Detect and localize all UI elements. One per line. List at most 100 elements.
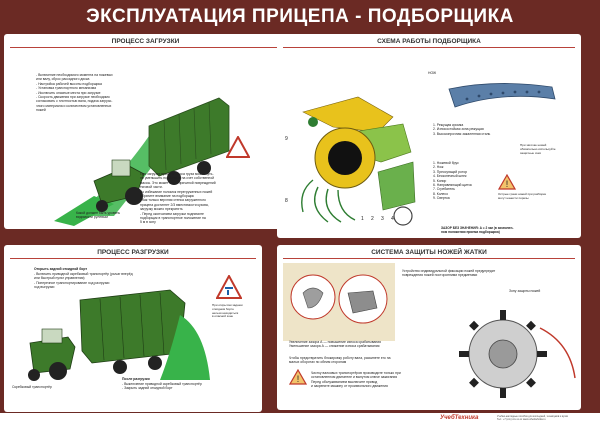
svg-text:9: 9 (285, 136, 288, 142)
svg-text:1: 1 (361, 216, 364, 222)
bullet-text: - Скорость движения при загрузке необход… (36, 95, 110, 100)
mech-label: Зону защиты ножей (509, 289, 541, 293)
grass-pile (160, 315, 210, 380)
panel-heading: ПРОЦЕСС РАЗГРУЗКИ (97, 249, 169, 256)
warning-sign-icon (226, 136, 250, 158)
gauge-wheel (308, 117, 318, 127)
knife-item: 1. Режущая кромка (433, 123, 464, 127)
warning-text: Перед обслуживанием выключите привод (311, 379, 378, 384)
note-text: подборщик в транспортное положение на (140, 216, 206, 221)
ground-wheel (393, 206, 413, 226)
danger-zone-icon (216, 275, 242, 299)
knife-item: 2. Износостойкая зона режущая (433, 127, 484, 132)
protection-bottom: Чтобы предотвратить блокировку роботу ва… (289, 356, 390, 365)
warning-text: обязательно используйте (520, 146, 556, 151)
scheme-warning-text-2: Острые грани ножей при разборке могут на… (498, 192, 546, 201)
warning-text: остановленном двигателе и вынутом ключе … (311, 375, 398, 380)
scheme-warning-text: При заточке ножей обязательно используйт… (520, 143, 556, 155)
poster-title: ЭКСПЛУАТАЦИЯ ПРИЦЕПА - ПОДБОРЩИКА (86, 6, 514, 27)
trailer-wheel (167, 171, 181, 185)
footer-text: Учебно-наглядные пособия для колледжей, … (497, 415, 597, 421)
part-item: 6. Направляющий щиток (433, 183, 472, 188)
trailer-wheel (113, 360, 127, 374)
knife-item: 3. Высокопрочная закаленная сталь (433, 131, 491, 136)
note-text: ли уменьшить подборщик на счет собственн… (140, 176, 214, 181)
footer: УчебТехника Учебно-наглядные пособия для… (0, 413, 600, 427)
open-title: Открыть задний откидной борт (34, 267, 88, 271)
warning-text: При открытом заднем (212, 303, 243, 307)
knife-items: 1. Режущая кромка 2. Износостойкая зона … (433, 123, 490, 136)
warning-text: в опасной зоне (212, 314, 234, 319)
protection-warning: Чистку валковых транспортёров производит… (311, 371, 401, 389)
after-line: - Закрыть задний откидной борт (122, 386, 173, 391)
trailer-slats (163, 101, 212, 171)
gap-note: ЗАЗОР БЕЗ ЗНАЧЕНИЯ: А = 2 мм (в заземлен… (441, 226, 514, 235)
gap-note-line: ЗАЗОР БЕЗ ЗНАЧЕНИЯ: А = 2 мм (в заземлен… (441, 226, 514, 230)
blade-serrations (465, 90, 541, 101)
part-item: 4. Бесконечный шнек (433, 174, 467, 179)
bullet-text: ножей (36, 108, 46, 113)
panel-heading: ПРОЦЕСС ЗАГРУЗКИ (111, 38, 180, 45)
svg-text:2: 2 (371, 216, 374, 222)
trailer-body (79, 289, 186, 364)
loading-bullets: - Включение необходимого момента на ноже… (36, 73, 113, 113)
note-text: - Как только верхняя стенка загруженного (140, 198, 206, 203)
warning-text: откидном борте (212, 306, 234, 311)
pickup-scheme-diagram: 9 8 1 2 3 4 (285, 96, 416, 226)
protection-top-text: Устройство индивидуальной фиксации ножей… (402, 269, 495, 278)
callout-numbers: 9 8 1 2 3 4 (285, 136, 394, 222)
loading-note: При загрузке прицепа масса груза может ч… (140, 172, 216, 225)
part-item: 8. Колесо (433, 191, 449, 196)
knife-label: НОЖ (428, 71, 437, 75)
note-text: При загрузке прицепа масса груза может ч… (140, 172, 214, 176)
tractor-wheel (49, 362, 67, 380)
warning-text: нельзя находиться (212, 310, 239, 315)
driver-caption: Какой должен быть уровень видимости руле… (76, 211, 121, 220)
open-lines: - Включить приводной скребковый транспор… (34, 272, 133, 290)
tractor-cab (41, 328, 63, 344)
bullet-text: - Включение необходимого момента на ноже… (36, 73, 113, 77)
note-text: загрузку можно прекратить (140, 207, 183, 212)
note-text: обратите внимание на подборщик (140, 194, 194, 199)
frame-yellow (302, 96, 394, 133)
part-item: 7. Сгребатель (433, 187, 455, 192)
adjust-line: Уменьшение зазора А — снижение износа ср… (289, 344, 380, 349)
part-item: 3. Прессующий ротор (433, 169, 468, 174)
divider (283, 47, 575, 48)
bullet-text: или валу, сброс рассадного диска (36, 77, 90, 82)
part-item: 2. Нож (433, 165, 444, 170)
note-text: массы. Это может стать причиной поврежде… (140, 180, 216, 185)
panel-loading: ПРОЦЕСС ЗАГРУЗКИ - Включение необходимог… (4, 34, 287, 229)
svg-text:!: ! (297, 374, 300, 384)
pickup-tines (301, 179, 356, 223)
knife-protection-closeup (283, 263, 395, 341)
warning-text: Чистку валковых транспортёров производит… (311, 371, 401, 375)
bullet-text: - Исключить опасные места при загрузке (36, 90, 101, 95)
warning-text: защитные очки (520, 150, 542, 155)
bottom-line: малых оборотах по обеим сторонам (289, 360, 347, 365)
scheme-parts-list: 1. Ножевой брус 2. Нож 3. Прессующий рот… (433, 161, 472, 201)
bullet-text: - Установка транспортного механизма (36, 86, 96, 91)
protection-adjust: Увеличение зазора А — повышение износа с… (289, 340, 381, 349)
note-text: - Перед окончанием загрузки поднимите (140, 211, 204, 216)
footer-line: Учебно-наглядные пособия для колледжей, … (497, 415, 568, 418)
trailer-body (148, 97, 230, 177)
note-text: прицепа достигнет 2/3 вместимости кузова… (140, 202, 209, 207)
adjust-line: Увеличение зазора А — повышение износа с… (289, 340, 381, 344)
panel-heading: СИСТЕМА ЗАЩИТЫ НОЖЕЙ ЖАТКИ (371, 249, 487, 256)
footer-line: Тел.: +7 (xxx) xxx-xx-xx www.uchebtehnik… (497, 418, 546, 421)
part-item: 9. Свертка (433, 196, 450, 201)
bottom-line: Чтобы предотвратить блокировку роботу ва… (289, 356, 391, 360)
tractor-wheel (125, 187, 143, 205)
bullet-text: - Настройка рабочей высоты подборщика (36, 81, 102, 86)
trailer-wheel (197, 161, 211, 175)
panel-unloading: ПРОЦЕСС РАЗГРУЗКИ Открыть задний откидно… (4, 245, 262, 412)
open-line: - Включить приводной скребковый транспор… (34, 272, 133, 276)
protection-line: Устройство индивидуальной фиксации ножей… (402, 269, 496, 273)
bullet-text: чного материала и количеством установлен… (36, 103, 112, 108)
publisher-logo: УчебТехника (440, 415, 479, 421)
warning-text: могут нанести порезы (498, 195, 529, 200)
panel-heading: СХЕМА РАБОТЫ ПОДБОРЩИКА (377, 38, 481, 45)
gap-note-line: ном положении приема подборщика) (441, 229, 500, 234)
